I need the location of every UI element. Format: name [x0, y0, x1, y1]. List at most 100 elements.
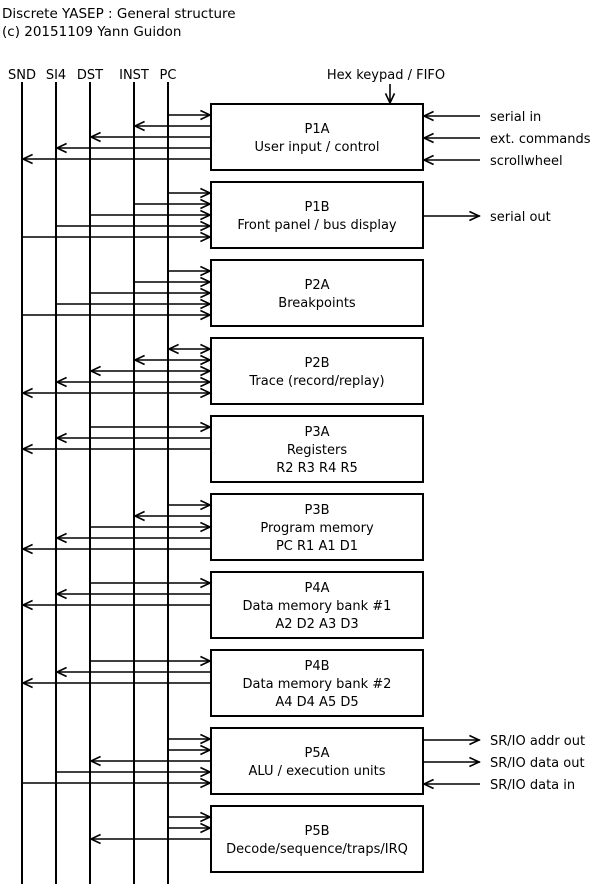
p2b-box [210, 337, 424, 405]
hex-keypad-arrowhead [384, 93, 396, 105]
p1a-external-label-0: serial in [490, 110, 541, 125]
p1a-link-inst-1 [133, 120, 211, 132]
p3b-link-dst-2 [90, 521, 212, 533]
p5a-box [210, 727, 424, 795]
p2b-link-snd-4 [21, 387, 212, 399]
bus-label-dst: DST [77, 68, 103, 83]
bus-label-si4: SI4 [46, 68, 66, 83]
p2b-link-pc-0 [167, 343, 212, 355]
p5b-link-dst-2 [89, 833, 211, 845]
p3b-link-head-out-1 [133, 510, 145, 522]
p2a-label-line-1: Breakpoints [278, 296, 356, 311]
p4b-link-dst-0 [90, 655, 212, 667]
p1a-link-snd-4 [21, 153, 211, 165]
p3b-link-inst-1 [133, 510, 211, 522]
p5a-link-snd-4 [22, 777, 212, 789]
p3b-label-line-2: PC R1 A1 D1 [276, 539, 358, 554]
p1a-link-head-out-4 [21, 153, 33, 165]
p1b-link-inst-1 [134, 198, 212, 210]
p2a-link-snd-4 [22, 309, 212, 321]
p5b-label-line-0: P5B [304, 824, 329, 839]
diagram-title: Discrete YASEP : General structure [2, 6, 236, 22]
p2a-link-pc-0 [168, 265, 212, 277]
p3b-label-line-0: P3B [304, 503, 329, 518]
p1a-link-dst-2 [89, 131, 211, 143]
p5b-link-head-out-2 [89, 833, 101, 845]
p2b-link-head-out-2 [89, 365, 101, 377]
p1a-link-head-out-2 [89, 131, 101, 143]
p3b-link-head-out-4 [21, 543, 33, 555]
p4a-link-head-out-2 [21, 599, 33, 611]
p3a-link-head-out-2 [21, 443, 33, 455]
p5a-external-0: SR/IO addr out [423, 734, 585, 749]
p1a-box [210, 103, 424, 171]
p2b-link-head-out-0 [167, 343, 179, 355]
p1a-label-line-1: User input / control [255, 140, 380, 155]
p2b-link-head-out-4 [21, 387, 33, 399]
p3a-link-head-out-1 [55, 432, 67, 444]
p1b-link-pc-0 [168, 187, 212, 199]
bus-links [21, 109, 212, 845]
p3b-link-pc-0 [168, 499, 212, 511]
p4a-box [210, 571, 424, 639]
p3b-link-head-out-3 [55, 532, 67, 544]
p4b-label-line-1: Data memory bank #2 [243, 677, 392, 692]
p5a-external-label-2: SR/IO data in [490, 778, 575, 793]
p2b-link-head-out-1 [133, 354, 145, 366]
p1b-link-snd-4 [22, 231, 212, 243]
p3a-box [210, 415, 424, 483]
p3b-box [210, 493, 424, 561]
p1a-external-head-1 [422, 132, 434, 144]
p5a-external-head-2 [422, 778, 434, 790]
p1b-box [210, 181, 424, 249]
p3b-label-line-1: Program memory [260, 521, 374, 536]
p3a-label-line-2: R2 R3 R4 R5 [276, 461, 358, 476]
p1b-external-label-0: serial out [490, 210, 551, 225]
hex-keypad-label: Hex keypad / FIFO [327, 68, 445, 83]
p1a-link-head-out-3 [55, 142, 67, 154]
p5a-label-line-0: P5A [304, 746, 329, 761]
copyright-line: (c) 20151109 Yann Guidon [2, 24, 181, 40]
p1b-external-head-0 [469, 210, 481, 222]
p1b-label-line-1: Front panel / bus display [237, 218, 397, 233]
p2a-link-inst-1 [134, 276, 212, 288]
p3b-link-snd-4 [21, 543, 211, 555]
p1a-external-label-2: scrollwheel [490, 154, 563, 169]
p3a-label-line-1: Registers [287, 443, 348, 458]
bus-label-snd: SND [8, 68, 36, 83]
p5a-link-pc-0 [168, 733, 212, 745]
p1b-external-0: serial out [423, 210, 551, 225]
p1a-external-1: ext. commands [422, 132, 591, 147]
p5a-external-label-1: SR/IO data out [490, 756, 585, 771]
bus-label-pc: PC [160, 68, 177, 83]
external-signals: serial in ext. commands scrollwheel serial … [384, 84, 591, 793]
p1a-external-0: serial in [422, 110, 541, 125]
p2b-label-line-0: P2B [304, 356, 329, 371]
p4b-link-head-out-2 [21, 677, 33, 689]
p2a-box [210, 259, 424, 327]
p4b-label-line-2: A4 D4 A5 D5 [275, 695, 358, 710]
p1a-link-pc-0 [168, 109, 212, 121]
p1a-external-head-2 [422, 154, 434, 166]
p5a-external-head-1 [469, 756, 481, 768]
p3a-link-si4-1 [55, 432, 211, 444]
p2b-link-head-out-3 [55, 376, 67, 388]
p4a-link-dst-0 [90, 577, 212, 589]
p1a-external-2: scrollwheel [422, 154, 563, 169]
bus-label-inst: INST [119, 68, 149, 83]
p4a-link-head-out-1 [55, 588, 67, 600]
p4b-link-si4-1 [55, 666, 211, 678]
p4b-label-line-0: P4B [304, 659, 329, 674]
p5a-link-pc-1 [168, 744, 212, 756]
p2a-link-dst-2 [90, 287, 212, 299]
p5b-box [210, 805, 424, 873]
p1a-external-head-0 [422, 110, 434, 122]
p3a-link-dst-0 [90, 421, 212, 433]
p4a-link-si4-1 [55, 588, 211, 600]
p4b-link-snd-2 [21, 677, 211, 689]
p4b-box [210, 649, 424, 717]
p1a-link-head-out-1 [133, 120, 145, 132]
p1a-label-line-0: P1A [304, 122, 329, 137]
